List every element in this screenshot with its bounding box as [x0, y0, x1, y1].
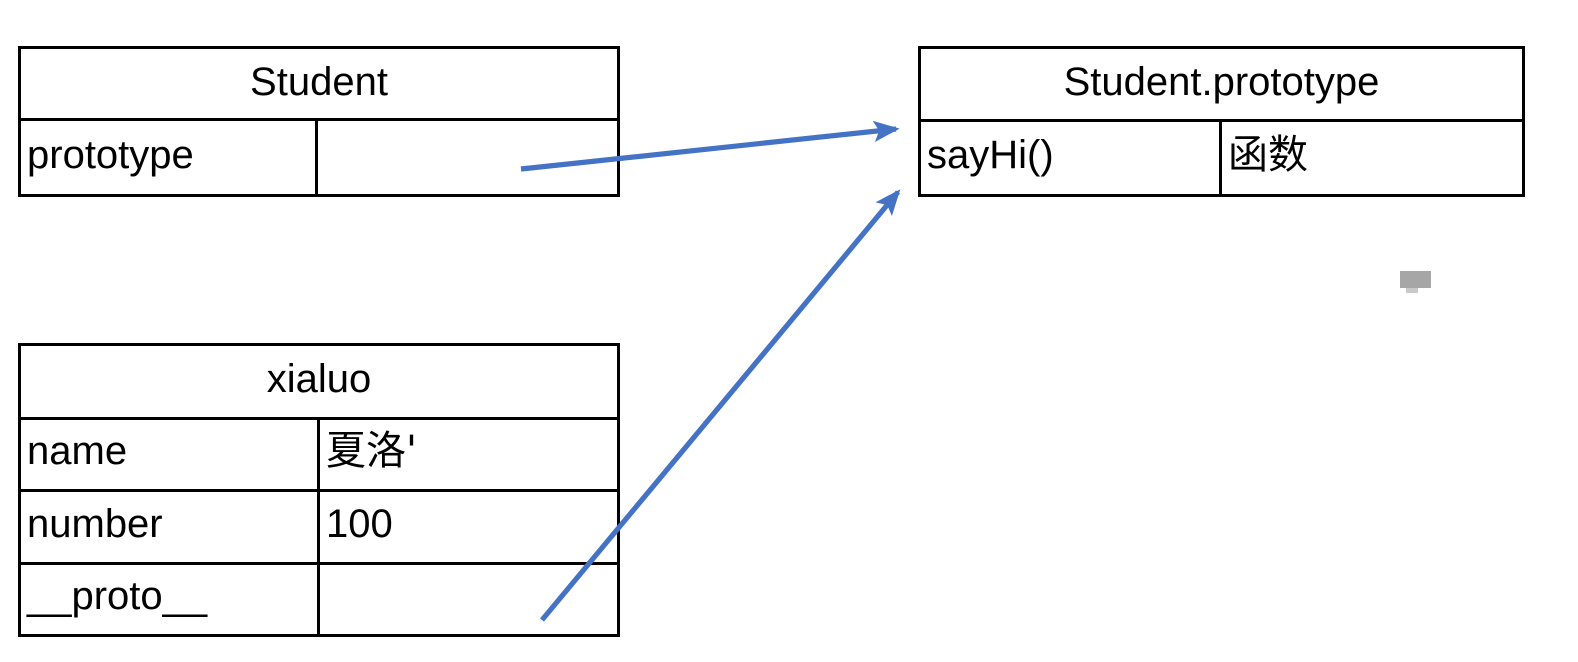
student-table: Student prototype: [18, 46, 620, 197]
table-row: prototype: [21, 121, 617, 194]
table-row: name 夏洛': [21, 419, 617, 492]
sayhi-value: 函数: [1228, 132, 1308, 178]
sayhi-key: sayHi(): [921, 122, 1222, 194]
student-table-title-row: Student: [21, 49, 617, 121]
xialuo-number-value: 100: [326, 501, 393, 546]
xialuo-table-title: xialuo: [266, 357, 372, 402]
xialuo-name-key: name: [21, 419, 320, 489]
student-table-title: Student: [250, 59, 388, 104]
stray-gray-artifact: [1400, 271, 1431, 293]
table-row: number 100: [21, 492, 617, 565]
student-prototype-key: prototype: [21, 121, 318, 194]
student-prototype-table: Student.prototype sayHi() 函数: [918, 46, 1525, 197]
xialuo-number-key: number: [21, 492, 320, 562]
student-prototype-table-title-row: Student.prototype: [921, 49, 1522, 122]
table-row: __proto__: [21, 564, 617, 635]
xialuo-proto-key: __proto__: [21, 564, 320, 634]
xialuo-proto-value: [320, 565, 617, 635]
xialuo-table-title-row: xialuo: [21, 346, 617, 420]
student-prototype-value: [318, 121, 617, 194]
xialuo-table: xialuo name 夏洛' number 100 __proto__: [18, 343, 620, 637]
student-prototype-table-title: Student.prototype: [1063, 60, 1380, 104]
xialuo-name-value: 夏洛': [326, 428, 417, 475]
table-row: sayHi() 函数: [921, 122, 1522, 194]
